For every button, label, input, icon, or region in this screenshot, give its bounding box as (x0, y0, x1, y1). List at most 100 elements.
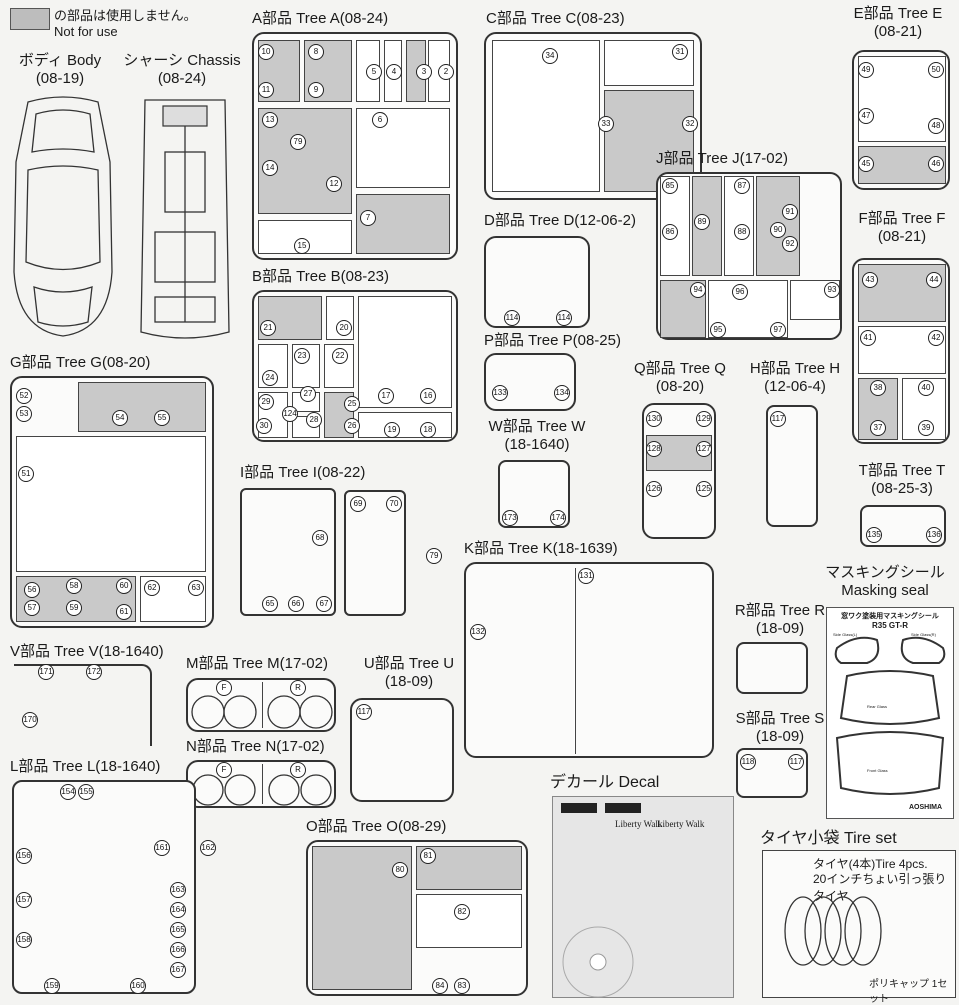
tree-e-title: E部品 Tree E (08-21) (848, 5, 948, 41)
body-code: (08-19) (35, 70, 85, 87)
tree-m: F R (186, 678, 336, 732)
part-number: 90 (770, 222, 786, 238)
tree-l: 154 155 156 157 158 159 160 161 162 163 … (12, 780, 216, 994)
tire-drawing (784, 896, 882, 966)
part-number: 163 (170, 882, 186, 898)
part-number: 38 (870, 380, 886, 396)
part-number: 126 (646, 481, 662, 497)
part-number: 66 (288, 596, 304, 612)
part-number: 80 (392, 862, 408, 878)
part-number: 9 (308, 82, 324, 98)
tree-w-code: (18-1640) (504, 436, 570, 453)
tree-f: 43 44 41 42 38 37 40 39 (852, 258, 950, 444)
decal-logo-block (605, 803, 641, 813)
part-number: 24 (262, 370, 278, 386)
part-number: 93 (824, 282, 840, 298)
tree-j: 85 86 87 88 89 90 91 92 93 94 95 96 97 (656, 172, 842, 340)
part-number: 61 (116, 604, 132, 620)
tree-f-code: (08-21) (877, 228, 927, 245)
tree-e-code: (08-21) (873, 23, 923, 40)
tree-n-title: N部品 Tree N(17-02) (186, 738, 325, 755)
part-number: 44 (926, 272, 942, 288)
wheels (191, 695, 333, 729)
tree-g-cell (78, 382, 206, 432)
masking-title: マスキングシール Masking seal (820, 564, 950, 600)
part-number: 25 (344, 396, 360, 412)
chassis-code: (08-24) (157, 70, 207, 87)
part-number: 65 (262, 596, 278, 612)
part-number: 37 (870, 420, 886, 436)
decal-title: デカール Decal (550, 774, 660, 791)
part-number: 158 (16, 932, 32, 948)
tire-set-line2: 20インチちょい引っ張りタイヤ (813, 872, 947, 903)
tree-h: 117 (766, 405, 818, 527)
part-number: 171 (38, 664, 54, 680)
tree-w: 173 174 (498, 460, 570, 528)
part-number: 26 (344, 418, 360, 434)
part-number: 43 (862, 272, 878, 288)
part-number: 8 (308, 44, 324, 60)
part-number: 31 (672, 44, 688, 60)
tree-o-title: O部品 Tree O(08-29) (306, 818, 447, 835)
tree-j-title: J部品 Tree J(17-02) (656, 150, 788, 167)
part-number: 135 (866, 527, 882, 543)
tree-a: 10 11 8 9 5 4 3 2 13 79 14 12 6 7 15 (252, 32, 458, 260)
part-number: 173 (502, 510, 518, 526)
tree-u-code: (18-09) (384, 673, 434, 690)
part-number: 130 (646, 411, 662, 427)
part-number: 114 (556, 310, 572, 326)
part-number: 49 (858, 62, 874, 78)
masking-name-en: Masking seal (841, 582, 929, 599)
body-name: ボディ Body (18, 52, 102, 69)
tire-rings (192, 774, 332, 806)
tree-e: 49 50 47 48 45 46 (852, 50, 950, 190)
tree-e-name: E部品 Tree E (853, 5, 943, 22)
part-number: 167 (170, 962, 186, 978)
tree-t-title: T部品 Tree T (08-25-3) (852, 462, 952, 498)
decal-brand-text: Liberty Walk (657, 819, 705, 829)
part-number: 50 (928, 62, 944, 78)
part-number: 165 (170, 922, 186, 938)
tree-s-name: S部品 Tree S (735, 710, 825, 727)
tree-k-divider (574, 568, 576, 754)
part-number: 124 (282, 406, 298, 422)
part-number: 60 (116, 578, 132, 594)
part-number: 27 (300, 386, 316, 402)
tree-n: F R (186, 760, 336, 808)
tree-c-cell (492, 40, 600, 192)
tree-b-title: B部品 Tree B(08-23) (252, 268, 389, 285)
rear-mark: R (290, 680, 306, 696)
masking-rear: Rear Glass (867, 704, 888, 709)
tree-t-name: T部品 Tree T (858, 462, 946, 479)
part-number: 34 (542, 48, 558, 64)
tree-o-cell (416, 846, 522, 890)
legend-label-en: Not for use (54, 24, 118, 39)
part-number: 170 (22, 712, 38, 728)
part-number: 4 (386, 64, 402, 80)
part-number: 2 (438, 64, 454, 80)
part-number: 81 (420, 848, 436, 864)
part-number: 67 (316, 596, 332, 612)
tree-n-divider (262, 764, 263, 804)
tree-s-code: (18-09) (755, 728, 805, 745)
chassis-drawing (140, 99, 230, 339)
tree-m-title: M部品 Tree M(17-02) (186, 655, 328, 672)
part-number: 125 (696, 481, 712, 497)
part-number: 127 (696, 441, 712, 457)
tree-g-title: G部品 Tree G(08-20) (10, 354, 151, 371)
part-number: 86 (662, 224, 678, 240)
tree-r-code: (18-09) (755, 620, 805, 637)
part-number: 174 (550, 510, 566, 526)
part-number: 91 (782, 204, 798, 220)
part-number: 166 (170, 942, 186, 958)
part-number: 62 (144, 580, 160, 596)
tire-set-box: タイヤ(4本)Tire 4pcs. 20インチちょい引っ張りタイヤ ポリキャップ… (762, 850, 956, 1005)
tree-k-title: K部品 Tree K(18-1639) (464, 540, 618, 557)
part-number: 83 (454, 978, 470, 994)
part-number: 118 (740, 754, 756, 770)
part-number: 157 (16, 892, 32, 908)
tree-w-title: W部品 Tree W (18-1640) (482, 418, 592, 454)
masking-side-r: Side Glass(R) (911, 632, 936, 637)
part-number: 53 (16, 406, 32, 422)
masking-sheet-title: 窓ワク塗装用マスキングシール (841, 613, 939, 620)
